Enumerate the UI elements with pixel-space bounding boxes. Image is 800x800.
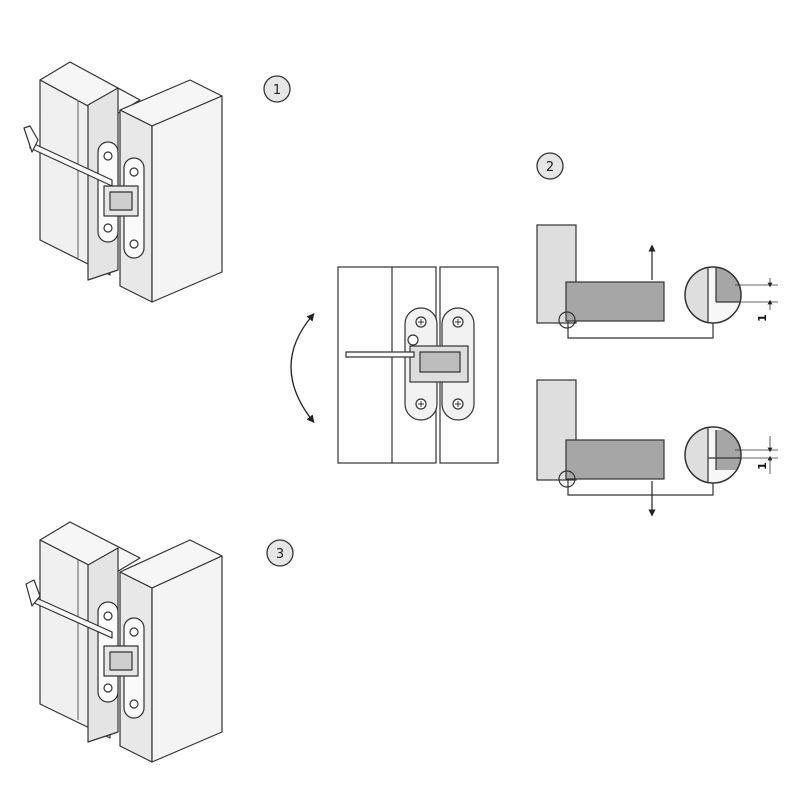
rotate-arrow-icon [290,313,315,424]
step1-illustration [23,61,223,303]
step1-badge: 1 [263,75,291,103]
upper-dimension-label: 1 [756,314,769,322]
step3-badge: 3 [266,539,294,567]
step2-badge: 2 [536,152,564,180]
magnifier-detail-icon [685,427,741,483]
step3-illustration [25,521,223,763]
magnifier-detail-icon [685,267,741,323]
hex-key-icon [345,351,415,358]
step2-number: 2 [546,160,554,175]
lower-adjustment-detail [536,379,778,517]
upper-adjustment-detail [536,224,778,339]
lower-dimension-label: 1 [756,462,769,470]
step1-number: 1 [273,83,281,98]
hinge-icon [97,601,145,719]
front-view-illustration [337,266,499,464]
hex-key-icon [23,125,113,187]
hex-key-icon [25,579,113,639]
hinge-icon [97,141,145,259]
step3-number: 3 [276,547,284,562]
